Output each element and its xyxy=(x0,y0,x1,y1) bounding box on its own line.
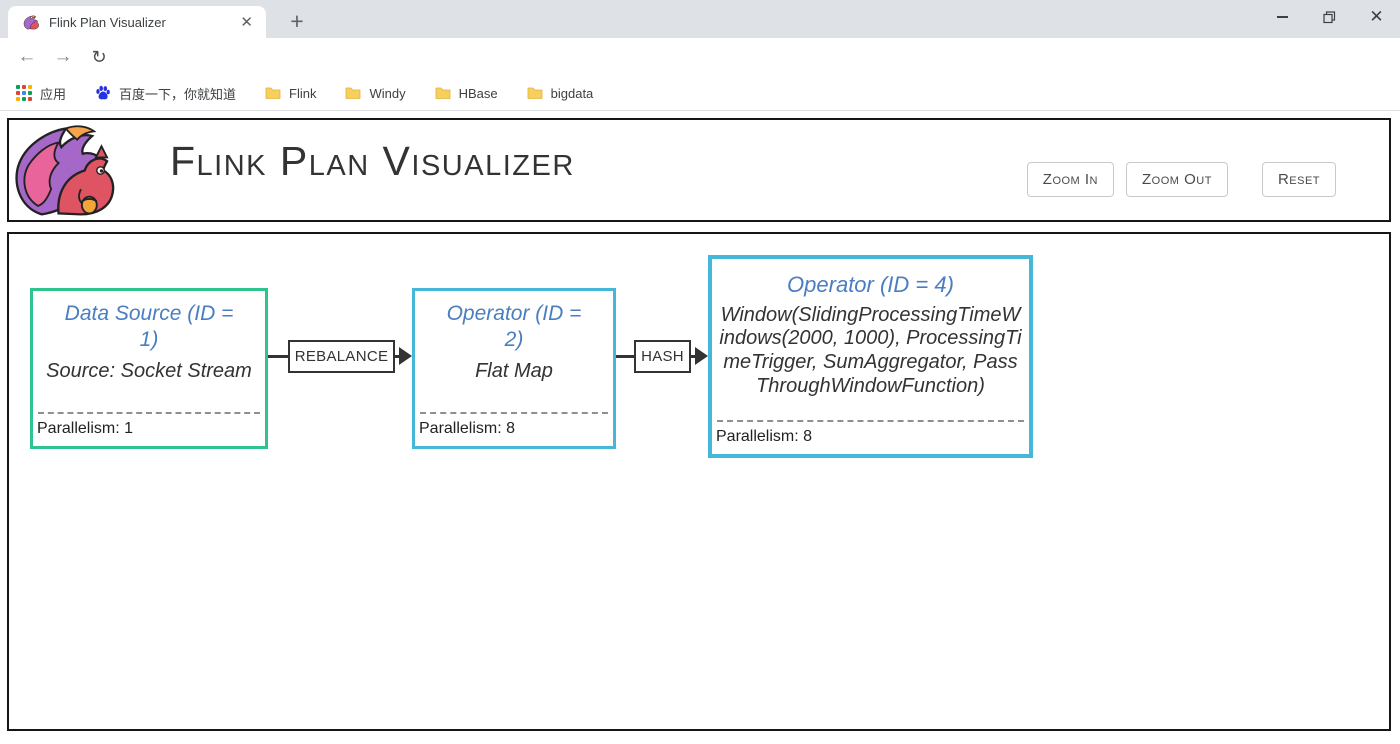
edge-line xyxy=(395,355,401,358)
bookmark-label: Flink xyxy=(289,85,317,101)
close-button[interactable]: ✕ xyxy=(1369,7,1384,26)
reset-button[interactable]: Reset xyxy=(1261,162,1336,197)
bookmark-folder-windy[interactable]: Windy xyxy=(345,85,406,101)
folder-icon xyxy=(435,87,451,99)
browser-tab[interactable]: Flink Plan Visualizer ✕ xyxy=(8,6,266,38)
tab-title: Flink Plan Visualizer xyxy=(49,14,166,30)
bookmark-folder-hbase[interactable]: HBase xyxy=(435,86,498,101)
bookmark-label: 百度一下，你就知道 xyxy=(119,86,237,102)
node-subtitle: Flat Map xyxy=(475,360,553,383)
bookmark-folder-bigdata[interactable]: bigdata xyxy=(527,85,594,101)
forward-icon[interactable]: → xyxy=(53,46,73,67)
node-subtitle: Source: Socket Stream xyxy=(46,360,252,383)
window-controls: ✕ xyxy=(1259,0,1400,34)
bookmark-label: 应用 xyxy=(40,86,67,102)
minimize-button[interactable] xyxy=(1259,0,1306,34)
node-title: Data Source (ID = 1) xyxy=(64,302,234,351)
node-divider xyxy=(420,412,608,414)
node-parallelism: Parallelism: 8 xyxy=(716,428,813,445)
node-parallelism: Parallelism: 8 xyxy=(419,420,516,437)
edge-line xyxy=(268,355,288,358)
reload-icon[interactable]: ↻ xyxy=(91,46,107,67)
edge-line xyxy=(616,355,634,358)
bookmarks-bar: 应用 百度一下，你就知道 Flink Windy HBase bigdat xyxy=(0,76,1400,111)
node-divider xyxy=(38,412,260,414)
flink-logo xyxy=(15,125,115,216)
flink-favicon xyxy=(23,15,39,29)
node-subtitle: Window(SlidingProcessingTimeWindows(2000… xyxy=(719,303,1022,397)
header-buttons: Zoom In Zoom Out Reset xyxy=(1026,162,1336,197)
apps-grid-icon xyxy=(16,85,32,101)
browser-toolbar: ← → ↻ https://flink.apache.org/visualize… xyxy=(0,38,1400,110)
node-divider xyxy=(717,420,1024,422)
bookmark-label: Windy xyxy=(369,85,406,101)
graph-node-operator-2[interactable]: Operator (ID = 2) Flat Map Parallelism: … xyxy=(412,288,616,449)
bookmark-label: bigdata xyxy=(550,85,594,101)
page-title: Flink Plan Visualizer xyxy=(170,138,575,184)
new-tab-button[interactable]: + xyxy=(290,7,304,34)
back-icon[interactable]: ← xyxy=(17,46,37,67)
edge-line xyxy=(691,355,697,358)
folder-icon xyxy=(527,87,543,99)
browser-tab-bar: Flink Plan Visualizer ✕ + ✕ xyxy=(0,0,1400,38)
graph-node-operator-4[interactable]: Operator (ID = 4) Window(SlidingProcessi… xyxy=(708,255,1033,458)
bookmark-folder-flink[interactable]: Flink xyxy=(265,86,316,101)
folder-icon xyxy=(346,87,361,99)
edge-label-hash: HASH xyxy=(634,340,691,373)
zoom-in-button[interactable]: Zoom In xyxy=(1026,162,1114,197)
tab-close-icon[interactable]: ✕ xyxy=(240,14,253,31)
node-title: Operator (ID = 4) xyxy=(787,272,954,297)
node-title: Operator (ID = 2) xyxy=(446,302,582,351)
edge-label-rebalance: REBALANCE xyxy=(288,340,395,373)
bookmark-apps[interactable]: 应用 xyxy=(16,84,66,103)
restore-button[interactable] xyxy=(1306,0,1353,34)
bookmark-baidu[interactable]: 百度一下，你就知道 xyxy=(95,84,236,103)
graph-node-data-source-1[interactable]: Data Source (ID = 1) Source: Socket Stre… xyxy=(30,288,268,449)
restore-icon xyxy=(1323,10,1336,23)
baidu-paw-icon xyxy=(96,85,110,100)
zoom-out-button[interactable]: Zoom Out xyxy=(1126,162,1228,197)
bookmark-label: HBase xyxy=(458,85,498,101)
folder-icon xyxy=(265,87,281,99)
edge-arrowhead xyxy=(695,347,708,365)
node-parallelism: Parallelism: 1 xyxy=(37,420,134,437)
edge-arrowhead xyxy=(399,347,412,365)
